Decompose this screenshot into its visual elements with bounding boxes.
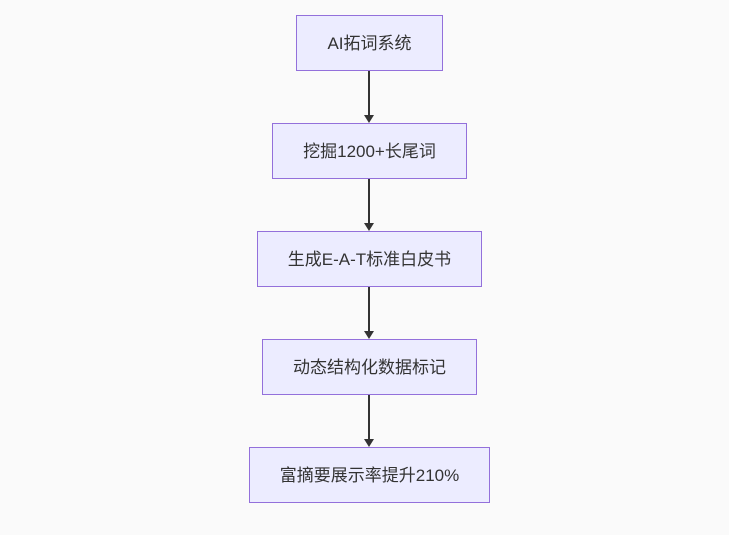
flow-node-label: 生成E-A-T标准白皮书 <box>287 249 452 269</box>
arrowhead-down-icon <box>364 223 375 231</box>
arrow-connector <box>364 179 375 231</box>
arrow-connector <box>364 395 375 447</box>
arrow-line <box>368 71 371 115</box>
flow-node-label: 挖掘1200+长尾词 <box>303 141 436 161</box>
flow-node-label: 富摘要展示率提升210% <box>279 465 460 485</box>
arrow-line <box>368 179 371 223</box>
arrow-connector <box>364 71 375 123</box>
arrowhead-down-icon <box>364 331 375 339</box>
flow-node-label: AI拓词系统 <box>327 33 412 53</box>
flow-node: 生成E-A-T标准白皮书 <box>256 231 483 287</box>
flow-node: 动态结构化数据标记 <box>261 339 477 395</box>
flow-node-label: 动态结构化数据标记 <box>292 357 446 377</box>
flow-node: 富摘要展示率提升210% <box>248 447 491 503</box>
flowchart: AI拓词系统 挖掘1200+长尾词 生成E-A-T标准白皮书 动态结构化数据标记 <box>248 0 491 503</box>
flow-node: AI拓词系统 <box>296 15 443 71</box>
arrowhead-down-icon <box>364 115 375 123</box>
arrow-line <box>368 395 371 439</box>
arrow-connector <box>364 287 375 339</box>
arrow-line <box>368 287 371 331</box>
arrowhead-down-icon <box>364 439 375 447</box>
flow-node: 挖掘1200+长尾词 <box>272 123 467 179</box>
